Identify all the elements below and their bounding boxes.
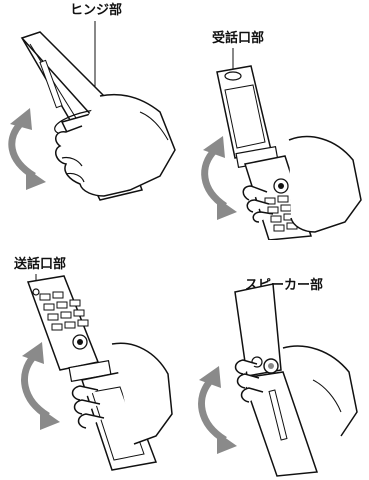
- panel-earpiece: [185, 0, 369, 240]
- panel-hinge: [0, 0, 185, 240]
- panel-mouthpiece: [0, 240, 185, 480]
- mouthpiece-icon: [33, 289, 39, 295]
- hand-illustration: [289, 137, 361, 232]
- hand-illustration: [56, 95, 175, 196]
- rotate-arrow: [205, 150, 225, 206]
- panel-speaker: [185, 240, 369, 480]
- rotate-arrow: [12, 122, 34, 176]
- rotate-arrow: [202, 380, 225, 440]
- earpiece-icon: [225, 72, 241, 80]
- rotate-arrow: [25, 356, 48, 416]
